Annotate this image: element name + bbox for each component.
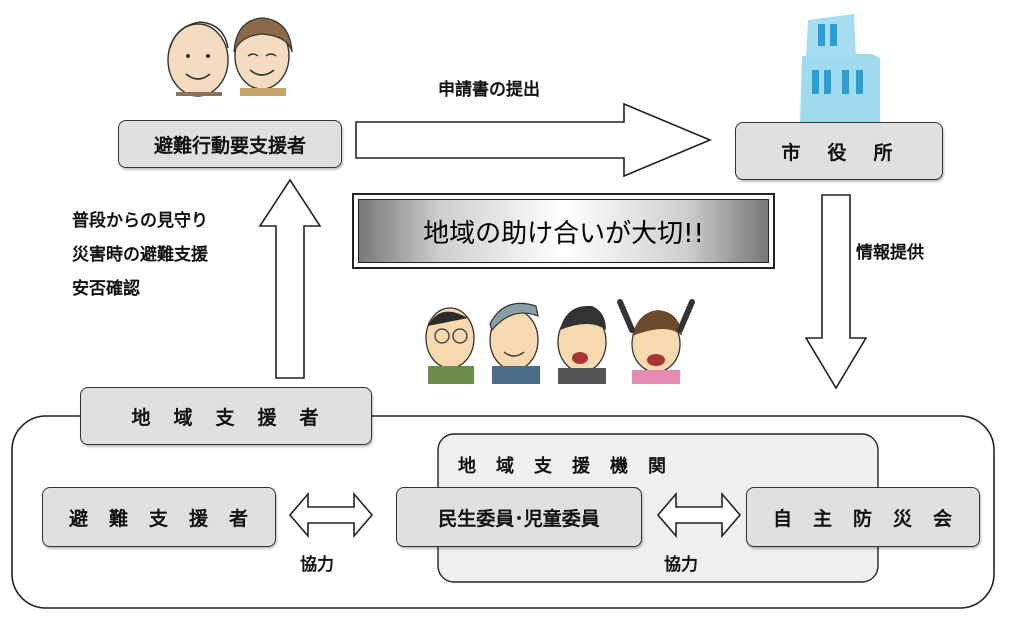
community-supporter-label: 地 域 支 援 者	[131, 406, 321, 429]
evacuation-supporter-label: 避 難 支 援 者	[68, 507, 249, 530]
support-line-1: 普段からの見守り	[72, 211, 208, 231]
double-arrow-right	[656, 491, 742, 539]
supported-person-label: 避難行動要支援者	[153, 134, 306, 157]
support-agencies-title: 地 域 支 援 機 関	[458, 456, 667, 477]
self-defense-group-box: 自 主 防 災 会	[746, 487, 980, 547]
arrow-community-support	[258, 178, 322, 379]
application-submission-label: 申請書の提出	[438, 80, 540, 100]
support-line-2: 災害時の避難支援	[72, 245, 208, 265]
community-supporter-box: 地 域 支 援 者	[80, 387, 372, 445]
self-defense-group-label: 自 主 防 災 会	[772, 507, 953, 530]
support-line-3: 安否確認	[72, 279, 140, 299]
mutual-aid-banner: 地域の助け合いが大切!!	[352, 193, 775, 269]
city-office-box: 市 役 所	[735, 122, 943, 180]
mutual-aid-banner-text: 地域の助け合いが大切!!	[423, 218, 704, 249]
supported-person-box: 避難行動要支援者	[118, 120, 342, 168]
city-office-building-icon	[800, 14, 880, 124]
evacuation-supporter-box: 避 難 支 援 者	[42, 487, 276, 547]
double-arrow-left	[288, 491, 374, 539]
community-people-illustration	[425, 299, 695, 384]
city-office-label: 市 役 所	[781, 141, 897, 164]
arrow-info-provision	[804, 194, 868, 390]
elderly-couple-illustration	[167, 17, 293, 97]
cooperation-left-label: 協力	[300, 555, 334, 575]
cooperation-right-label: 協力	[664, 555, 698, 575]
welfare-commissioner-box: 民生委員･児童委員	[396, 487, 642, 547]
welfare-commissioner-label: 民生委員･児童委員	[438, 507, 600, 530]
arrow-application	[355, 102, 713, 178]
info-provision-label: 情報提供	[856, 243, 924, 263]
